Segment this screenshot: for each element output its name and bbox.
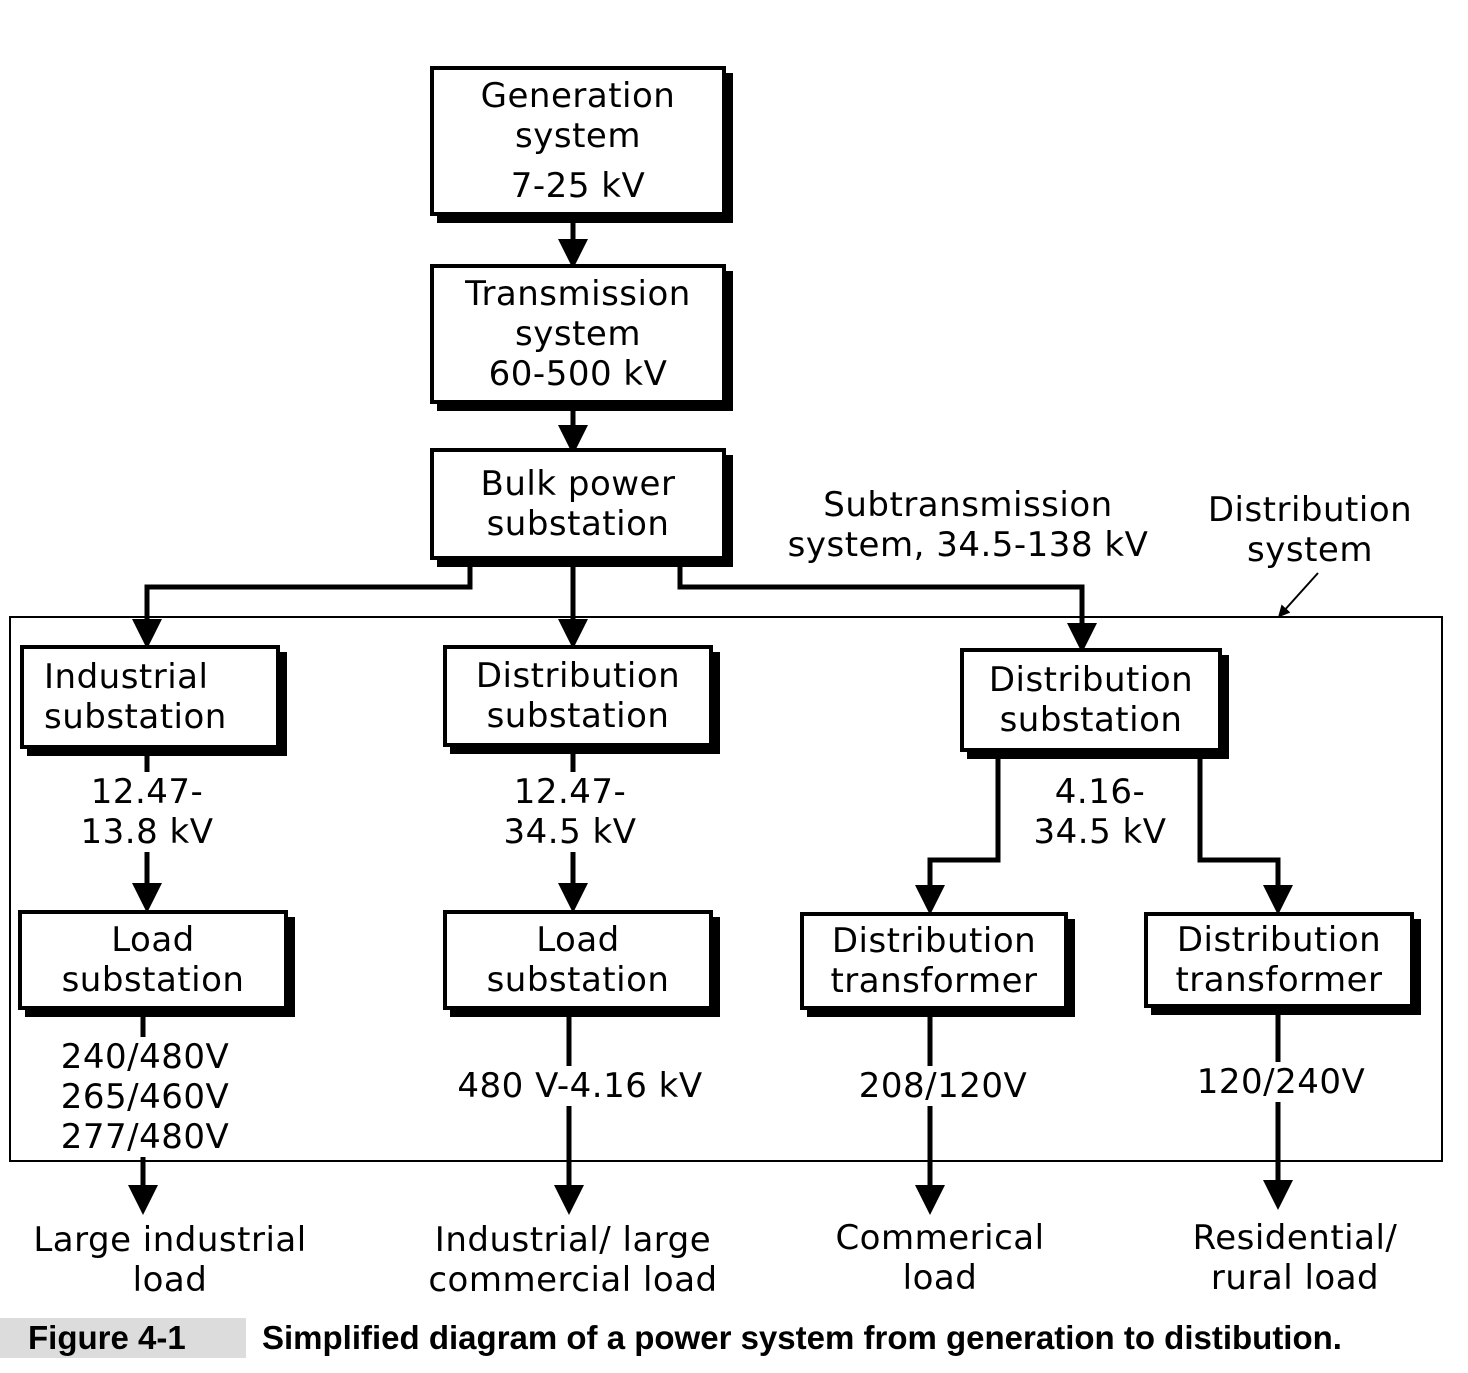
large-industrial-line2: load [132, 1260, 208, 1300]
voltage-industrial-line2: 13.8 kV [80, 812, 214, 852]
voltage-dist1-line1: 12.47- [513, 772, 627, 812]
distribution-system-pointer [1277, 572, 1319, 618]
distribution-system-line1: Distribution [1207, 490, 1413, 530]
generation-line3: 7-25 kV [510, 166, 646, 206]
distribution-system-line2: system [1247, 530, 1373, 570]
generation-line2: system [515, 116, 641, 156]
distribution-system-boundary [9, 616, 1443, 1162]
voltage-load-1-label: 240/480V 265/460V 277/480V [40, 1037, 250, 1157]
load-sub-2-line1: Load [536, 920, 620, 960]
bulk-power-substation-box: Bulk power substation [430, 448, 726, 560]
dist-sub-1-line2: substation [486, 696, 670, 736]
subtransmission-line1: Subtransmission [823, 485, 1113, 525]
residential-line1: Residential/ [1192, 1218, 1398, 1258]
industrial-commercial-load-label: Industrial/ large commercial load [400, 1220, 746, 1300]
voltage-transformer-2-label: 120/240V [1176, 1062, 1386, 1102]
distribution-substation-1-box: Distribution substation [443, 645, 713, 747]
dist-xfmr-1-line1: Distribution [831, 921, 1037, 961]
transmission-line3: 60-500 kV [488, 354, 668, 394]
voltage-industrial-line1: 12.47- [90, 772, 204, 812]
voltage-dist2-line1: 4.16- [1054, 772, 1146, 812]
commercial-line2: load [902, 1258, 978, 1298]
bulk-line2: substation [486, 504, 670, 544]
load-sub-2-line2: substation [486, 960, 670, 1000]
voltage-xfmr1-line1: 208/120V [858, 1066, 1028, 1106]
bulk-line1: Bulk power [480, 464, 676, 504]
transmission-system-box: Transmission system 60-500 kV [430, 264, 726, 404]
voltage-load1-line3: 277/480V [60, 1117, 230, 1157]
arrow-bulk-to-industrial-substation [132, 563, 473, 649]
load-substation-1-box: Load substation [18, 910, 288, 1010]
residential-load-label: Residential/ rural load [1150, 1218, 1440, 1298]
figure-caption-text: Simplified diagram of a power system fro… [262, 1319, 1342, 1356]
arrow-distribution-substation-to-transformer-1 [915, 755, 1001, 915]
industrial-commercial-line1: Industrial/ large [434, 1220, 712, 1260]
commercial-line1: Commerical [835, 1218, 1045, 1258]
arrow-distribution-substation-to-transformer-2 [1197, 755, 1293, 915]
dist-xfmr-1-line2: transformer [830, 961, 1038, 1001]
voltage-industrial-label: 12.47- 13.8 kV [72, 772, 222, 852]
voltage-distribution-2-label: 4.16- 34.5 kV [1020, 772, 1180, 852]
distribution-substation-2-box: Distribution substation [960, 648, 1222, 752]
load-sub-1-line2: substation [61, 960, 245, 1000]
industrial-substation-box: Industrial substation [20, 645, 280, 749]
figure-caption-tag: Figure 4-1 [0, 1318, 246, 1358]
voltage-load1-line1: 240/480V [60, 1037, 230, 1077]
commercial-load-label: Commerical load [800, 1218, 1080, 1298]
residential-line2: rural load [1210, 1258, 1380, 1298]
transmission-line2: system [515, 314, 641, 354]
industrial-commercial-line2: commercial load [428, 1260, 718, 1300]
voltage-dist1-line2: 34.5 kV [503, 812, 637, 852]
voltage-transformer-1-label: 208/120V [838, 1066, 1048, 1106]
distribution-transformer-1-box: Distribution transformer [800, 912, 1068, 1010]
dist-sub-2-line2: substation [999, 700, 1183, 740]
voltage-load2-line1: 480 V-4.16 kV [457, 1066, 703, 1106]
transmission-line1: Transmission [465, 274, 691, 314]
subtransmission-line2: system, 34.5-138 kV [787, 525, 1149, 565]
distribution-system-label: Distribution system [1190, 490, 1430, 570]
industrial-sub-line2: substation [44, 697, 227, 737]
distribution-transformer-2-box: Distribution transformer [1144, 912, 1414, 1008]
generation-system-box: Generation system 7-25 kV [430, 66, 726, 216]
subtransmission-label: Subtransmission system, 34.5-138 kV [768, 485, 1168, 565]
load-sub-1-line1: Load [111, 920, 195, 960]
voltage-distribution-1-label: 12.47- 34.5 kV [490, 772, 650, 852]
voltage-load1-line2: 265/460V [60, 1077, 230, 1117]
arrow-bulk-to-distribution-substation-2 [677, 563, 1097, 653]
industrial-sub-line1: Industrial [44, 657, 209, 697]
dist-xfmr-2-line2: transformer [1175, 960, 1383, 1000]
load-substation-2-box: Load substation [443, 910, 713, 1010]
voltage-dist2-line2: 34.5 kV [1033, 812, 1167, 852]
voltage-load-2-label: 480 V-4.16 kV [440, 1066, 720, 1106]
voltage-xfmr2-line1: 120/240V [1196, 1062, 1366, 1102]
dist-sub-2-line1: Distribution [988, 660, 1194, 700]
large-industrial-line1: Large industrial [33, 1220, 307, 1260]
generation-line1: Generation [480, 76, 676, 116]
dist-sub-1-line1: Distribution [475, 656, 681, 696]
large-industrial-load-label: Large industrial load [10, 1220, 330, 1300]
dist-xfmr-2-line1: Distribution [1176, 920, 1382, 960]
